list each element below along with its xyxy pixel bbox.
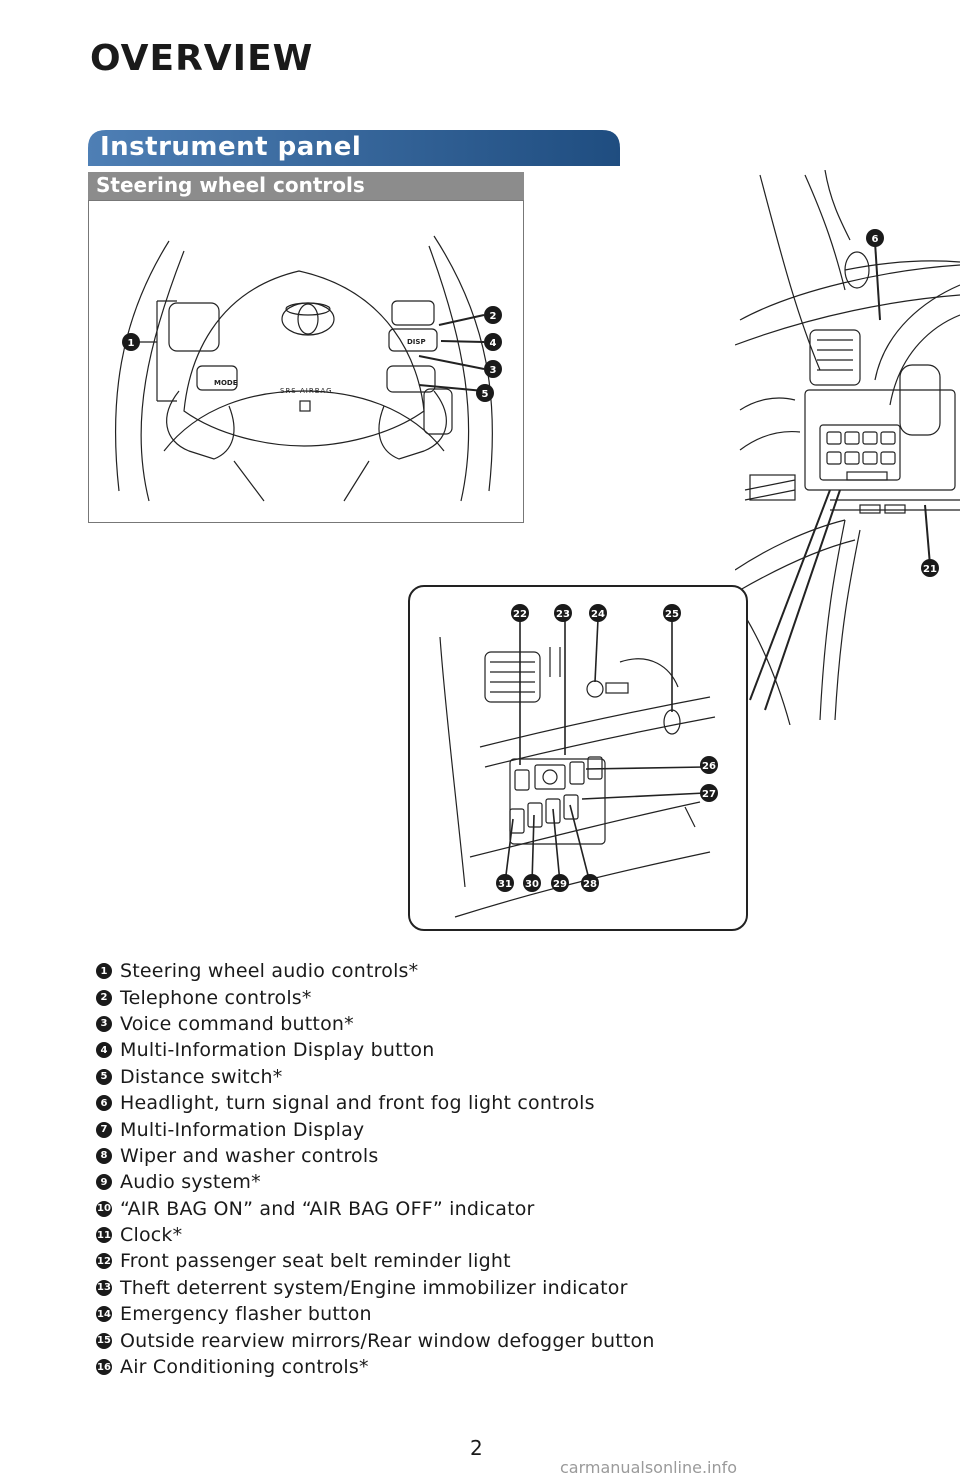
svg-text:29: 29 [553, 879, 567, 890]
legend-item: 2 Telephone controls* [96, 984, 796, 1010]
legend-item: 10 “AIR BAG ON” and “AIR BAG OFF” indicat… [96, 1196, 796, 1222]
legend-item: 1 Steering wheel audio controls* [96, 958, 796, 984]
legend-item: 7 Multi-Information Display [96, 1116, 796, 1142]
legend-item-text: Steering wheel audio controls* [120, 960, 419, 983]
legend-number-badge: 13 [96, 1279, 112, 1296]
legend-item-text: Front passenger seat belt reminder light [120, 1250, 511, 1273]
legend-item-text: Air Conditioning controls* [120, 1356, 369, 1379]
callout-4: 4 [484, 333, 502, 351]
legend-number-badge: 10 [96, 1200, 112, 1217]
callout-2: 2 [484, 306, 502, 324]
callout-28: 28 [581, 874, 599, 892]
legend-item-text: Clock* [120, 1224, 183, 1247]
legend-number-badge: 2 [96, 989, 112, 1006]
section-banner [88, 130, 620, 166]
svg-text:25: 25 [665, 609, 679, 620]
callout-31: 31 [496, 874, 514, 892]
legend-item: 8 Wiper and washer controls [96, 1143, 796, 1169]
svg-text:26: 26 [702, 761, 716, 772]
svg-text:5: 5 [482, 389, 489, 400]
svg-text:22: 22 [513, 609, 527, 620]
svg-text:2: 2 [490, 311, 497, 322]
legend-item: 14 Emergency flasher button [96, 1301, 796, 1327]
svg-text:30: 30 [525, 879, 539, 890]
svg-text:24: 24 [591, 609, 605, 620]
callout-30: 30 [523, 874, 541, 892]
legend-item: 6 Headlight, turn signal and front fog li… [96, 1090, 796, 1116]
legend-number-badge: 4 [96, 1042, 112, 1059]
legend-item: 5 Distance switch* [96, 1064, 796, 1090]
subsection-title: Steering wheel controls [96, 173, 365, 197]
legend-item: 12 Front passenger seat belt reminder lig… [96, 1248, 796, 1274]
legend-item: 9 Audio system* [96, 1169, 796, 1195]
page-number: 2 [470, 1436, 483, 1460]
legend-item: 13 Theft deterrent system/Engine immobili… [96, 1275, 796, 1301]
legend-number-badge: 15 [96, 1332, 112, 1349]
dashboard-drawing: 6 21 [735, 170, 960, 725]
legend-item: 3 Voice command button* [96, 1011, 796, 1037]
svg-text:31: 31 [498, 879, 512, 890]
legend-item: 11 Clock* [96, 1222, 796, 1248]
svg-text:23: 23 [556, 609, 570, 620]
legend-item-text: Theft deterrent system/Engine immobilize… [120, 1276, 628, 1299]
callout-5: 5 [476, 384, 494, 402]
legend-number-badge: 3 [96, 1015, 112, 1032]
legend-item-text: Multi-Information Display [120, 1118, 365, 1141]
legend-number-badge: 1 [96, 963, 112, 980]
page-title: OVERVIEW [90, 38, 314, 79]
callout-1: 1 [122, 333, 140, 351]
legend-number-badge: 7 [96, 1121, 112, 1138]
svg-text:6: 6 [872, 234, 879, 245]
callout-27: 27 [700, 784, 718, 802]
legend-item-text: Telephone controls* [120, 986, 312, 1009]
legend-number-badge: 9 [96, 1174, 112, 1191]
legend-list: 1 Steering wheel audio controls* 2 Telepho… [96, 958, 796, 1380]
callout-26: 26 [700, 756, 718, 774]
watermark: carmanualsonline.info [560, 1458, 738, 1477]
airbag-label: SRS AIRBAG [280, 387, 333, 395]
legend-item-text: “AIR BAG ON” and “AIR BAG OFF” indicator [120, 1197, 535, 1220]
legend-item-text: Headlight, turn signal and front fog lig… [120, 1092, 595, 1115]
steering-wheel-figure: MODE DISP SRS AIRBAG 1 2 4 3 5 [88, 200, 524, 523]
legend-item-text: Emergency flasher button [120, 1303, 372, 1326]
callout-6: 6 [866, 229, 884, 247]
legend-item: 15 Outside rearview mirrors/Rear window d… [96, 1327, 796, 1353]
steering-wheel-drawing: MODE DISP SRS AIRBAG 1 2 4 3 5 [114, 235, 502, 502]
legend-number-badge: 16 [96, 1359, 112, 1376]
svg-text:21: 21 [923, 564, 937, 575]
callout-29: 29 [551, 874, 569, 892]
section-title: Instrument panel [100, 132, 362, 162]
legend-number-badge: 11 [96, 1227, 112, 1244]
svg-text:28: 28 [583, 879, 597, 890]
legend-number-badge: 12 [96, 1253, 112, 1270]
legend-number-badge: 6 [96, 1095, 112, 1112]
legend-number-badge: 5 [96, 1068, 112, 1085]
callout-22: 22 [511, 604, 529, 622]
legend-item-text: Audio system* [120, 1171, 261, 1194]
legend-item-text: Outside rearview mirrors/Rear window def… [120, 1329, 655, 1352]
disp-button-label: DISP [407, 338, 426, 346]
svg-text:1: 1 [128, 338, 135, 349]
legend-item-text: Multi-Information Display button [120, 1039, 435, 1062]
switch-panel-drawing: 22 23 24 25 26 27 31 30 29 28 [439, 604, 718, 918]
callout-21: 21 [921, 559, 939, 577]
callout-24: 24 [589, 604, 607, 622]
legend-item: 16 Air Conditioning controls* [96, 1354, 796, 1380]
legend-item-text: Voice command button* [120, 1012, 354, 1035]
svg-text:3: 3 [490, 365, 497, 376]
legend-number-badge: 8 [96, 1147, 112, 1164]
legend-item-text: Wiper and washer controls [120, 1144, 379, 1167]
legend-item-text: Distance switch* [120, 1065, 283, 1088]
subsection-bar [88, 172, 524, 200]
svg-text:27: 27 [702, 789, 716, 800]
svg-text:4: 4 [490, 338, 497, 349]
mode-button-label: MODE [214, 379, 238, 387]
callout-23: 23 [554, 604, 572, 622]
callout-3: 3 [484, 360, 502, 378]
legend-item: 4 Multi-Information Display button [96, 1037, 796, 1063]
legend-number-badge: 14 [96, 1306, 112, 1323]
callout-25: 25 [663, 604, 681, 622]
switch-panel-inset: 22 23 24 25 26 27 31 30 29 28 [408, 585, 748, 931]
